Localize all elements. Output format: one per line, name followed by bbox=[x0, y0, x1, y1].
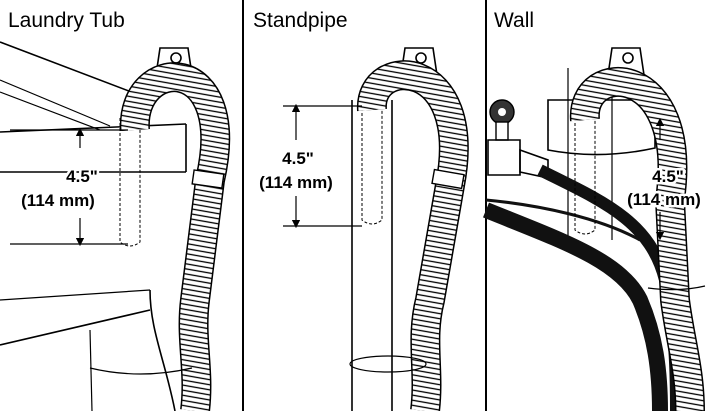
panel-wall: Wall 4.5" (114 mm) bbox=[482, 9, 706, 411]
drain-hose bbox=[571, 68, 704, 411]
clip-hole bbox=[622, 52, 634, 64]
panel-title-laundry-tub: Laundry Tub bbox=[8, 9, 125, 32]
clip-hole bbox=[170, 52, 182, 64]
hose-band bbox=[431, 168, 465, 190]
hose-band bbox=[191, 169, 225, 189]
measure-inches-wall: 4.5" bbox=[652, 167, 684, 186]
water-faucet-icon bbox=[487, 99, 549, 179]
drain-hose bbox=[121, 63, 229, 411]
inlet-hose bbox=[482, 202, 668, 411]
panel-standpipe: Standpipe 4.5" (114 mm) bbox=[253, 9, 469, 411]
clip-hole bbox=[415, 52, 427, 64]
measure-inches-laundry-tub: 4.5" bbox=[66, 167, 98, 186]
measure-mm-wall: (114 mm) bbox=[627, 190, 701, 209]
tie-strap bbox=[647, 285, 706, 291]
panel-title-wall: Wall bbox=[494, 9, 534, 32]
tie-strap bbox=[89, 367, 193, 375]
hose-end-hidden bbox=[361, 108, 383, 225]
panel-title-standpipe: Standpipe bbox=[253, 9, 348, 32]
drain-hose bbox=[358, 61, 468, 411]
measure-mm-laundry-tub: (114 mm) bbox=[21, 191, 95, 210]
hose-end-hidden bbox=[119, 118, 141, 247]
measure-inches-standpipe: 4.5" bbox=[282, 149, 314, 168]
wall-drain-box bbox=[547, 99, 656, 156]
tie-strap bbox=[349, 355, 427, 373]
hose-end-hidden bbox=[574, 118, 596, 235]
panel-laundry-tub: Laundry Tub 4.5" (114 mm) bbox=[0, 9, 231, 411]
laundry-tub-illustration bbox=[0, 41, 187, 411]
measure-mm-standpipe: (114 mm) bbox=[259, 173, 333, 192]
